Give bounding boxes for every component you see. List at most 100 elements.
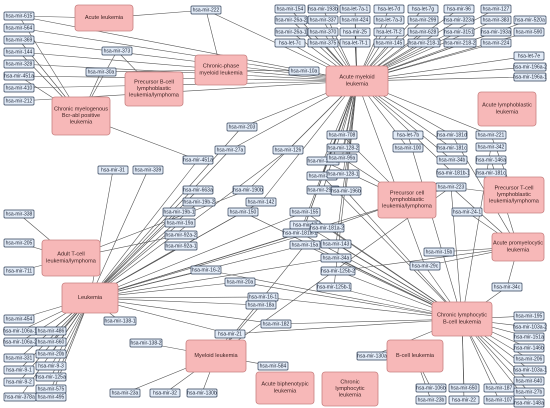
mirna-node[interactable]: hsa-mir-615 [3, 11, 35, 21]
mirna-node[interactable]: hsa-mir-205 [3, 238, 35, 248]
mirna-node[interactable]: hsa-mir-92a-1 [164, 241, 198, 251]
mirna-node[interactable]: hsa-mir-221 [475, 130, 507, 140]
mirna-node[interactable]: hsa-mir-125b-1 [316, 282, 352, 292]
mirna-node[interactable]: hsa-mir-196b [330, 186, 362, 196]
mirna-node[interactable]: hsa-mir-34a [320, 253, 352, 263]
mirna-node[interactable]: hsa-mir-181a-2 [309, 223, 345, 233]
mirna-node[interactable]: hsa-mir-32 [149, 388, 181, 398]
mirna-node[interactable]: hsa-mir-196a-2 [513, 62, 547, 72]
mirna-node[interactable]: hsa-let-7a-3 [373, 15, 405, 25]
mirna-node[interactable]: hsa-mir-663a [182, 185, 214, 195]
mirna-node[interactable]: hsa-mir-193b [307, 4, 339, 14]
mirna-node[interactable]: hsa-mir-10a [288, 66, 320, 76]
mirna-node[interactable]: hsa-mir-383 [480, 15, 512, 25]
mirna-node[interactable]: hsa-mir-9-2 [3, 377, 35, 387]
mirna-node[interactable]: hsa-mir-24-1 [451, 207, 483, 217]
mirna-node[interactable]: hsa-mir-143 [320, 239, 352, 249]
mirna-node[interactable]: hsa-mir-103a-1 [513, 365, 547, 375]
mirna-node[interactable]: hsa-mir-640 [513, 376, 545, 386]
mirna-node[interactable]: hsa-mir-9-1 [3, 365, 35, 375]
mirna-node[interactable]: hsa-mir-193a [480, 27, 512, 37]
mirna-node[interactable]: hsa-mir-3151 [443, 27, 475, 37]
mirna-node[interactable]: hsa-let-7d [373, 4, 405, 14]
mirna-node[interactable]: hsa-mir-145 [373, 38, 405, 48]
mirna-node[interactable]: hsa-mir-23b [415, 395, 447, 405]
mirna-node[interactable]: hsa-mir-451a [3, 71, 35, 81]
mirna-node[interactable]: hsa-mir-26a-2 [274, 15, 308, 25]
mirna-node[interactable]: hsa-mir-575 [35, 384, 67, 394]
mirna-node[interactable]: hsa-let-7f-2 [373, 27, 405, 37]
mirna-node[interactable]: hsa-let-7f-1 [339, 38, 371, 48]
mirna-node[interactable]: hsa-mir-25 [339, 27, 371, 37]
mirna-node[interactable]: hsa-mir-378a [3, 392, 37, 402]
mirna-node[interactable]: hsa-mir-146a [475, 155, 507, 165]
disease-node-b-cell[interactable]: B-cell leukemia [386, 339, 444, 373]
disease-node-leukemia[interactable]: Leukemia [61, 282, 119, 314]
mirna-node[interactable]: hsa-mir-155 [289, 207, 321, 217]
mirna-node[interactable]: hsa-mir-126 [272, 145, 304, 155]
mirna-node[interactable]: hsa-mir-369 [3, 35, 35, 45]
mirna-node[interactable]: hsa-mir-20a [224, 277, 256, 287]
mirna-node[interactable]: hsa-mir-451a [182, 155, 214, 165]
mirna-node[interactable]: hsa-mir-27b [513, 387, 545, 397]
mirna-node[interactable]: hsa-mir-125a [35, 372, 67, 382]
mirna-node[interactable]: hsa-mir-144 [3, 47, 35, 57]
mirna-node[interactable]: hsa-mir-196a-1 [513, 72, 547, 82]
mirna-node[interactable]: hsa-mir-27a [214, 145, 246, 155]
mirna-node[interactable]: hsa-mir-628 [407, 27, 439, 37]
mirna-node[interactable]: hsa-mir-148a [513, 398, 545, 408]
mirna-node[interactable]: hsa-mir-106b [415, 383, 447, 393]
mirna-node[interactable]: hsa-mir-222 [190, 5, 222, 15]
mirna-node[interactable]: hsa-mir-128-1 [326, 169, 360, 179]
mirna-node[interactable]: hsa-mir-142 [245, 197, 277, 207]
mirna-node[interactable]: hsa-mir-96 [443, 4, 475, 14]
mirna-node[interactable]: hsa-mir-218-2 [443, 38, 477, 48]
mirna-node[interactable]: hsa-mir-181a-1 [282, 228, 318, 238]
mirna-node[interactable]: hsa-mir-127 [480, 4, 512, 14]
disease-node-acute-leukemia[interactable]: Acute leukemia [74, 4, 134, 32]
mirna-node[interactable]: hsa-mir-375 [307, 38, 339, 48]
mirna-node[interactable]: hsa-mir-15a [289, 240, 321, 250]
mirna-node[interactable]: hsa-mir-151a [513, 332, 545, 342]
mirna-node[interactable]: hsa-mir-181d [436, 130, 468, 140]
mirna-node[interactable]: hsa-mir-660 [35, 337, 67, 347]
mirna-node[interactable]: hsa-mir-16-2 [190, 265, 222, 275]
mirna-node[interactable]: hsa-mir-331 [3, 353, 35, 363]
mirna-node[interactable]: hsa-mir-16-1 [247, 292, 279, 302]
mirna-node[interactable]: hsa-mir-100 [392, 143, 424, 153]
mirna-node[interactable]: hsa-mir-22 [448, 395, 480, 405]
mirna-node[interactable]: hsa-mir-130b [186, 388, 218, 398]
mirna-node[interactable]: hsa-mir-31 [97, 165, 129, 175]
mirna-node[interactable]: hsa-mir-154 [274, 4, 306, 14]
mirna-node[interactable]: hsa-let-7c [274, 38, 306, 48]
mirna-node[interactable]: hsa-let-7b [392, 130, 424, 140]
mirna-node[interactable]: hsa-mir-15b [423, 247, 455, 257]
mirna-node[interactable]: hsa-mir-23a [109, 388, 141, 398]
mirna-node[interactable]: hsa-mir-370 [307, 27, 339, 37]
mirna-node[interactable]: hsa-mir-150 [227, 207, 259, 217]
mirna-node[interactable]: hsa-mir-323a [443, 15, 475, 25]
mirna-node[interactable]: hsa-mir-410 [3, 83, 35, 93]
mirna-node[interactable]: hsa-mir-195 [513, 311, 545, 321]
mirna-node[interactable]: hsa-mir-328 [3, 59, 35, 69]
disease-node-myeloid[interactable]: Myeloid leukemia [185, 339, 247, 373]
mirna-node[interactable]: hsa-mir-218-1 [407, 38, 441, 48]
mirna-node[interactable]: hsa-let-7a-1 [339, 4, 371, 14]
mirna-node[interactable]: hsa-mir-146b [513, 343, 545, 353]
mirna-node[interactable]: hsa-mir-299 [407, 15, 439, 25]
mirna-node[interactable]: hsa-mir-128-2 [326, 143, 360, 153]
mirna-node[interactable]: hsa-mir-495 [35, 392, 67, 402]
mirna-node[interactable]: hsa-mir-342 [475, 142, 507, 152]
mirna-node[interactable]: hsa-mir-424 [339, 15, 371, 25]
mirna-node[interactable]: hsa-mir-373 [101, 46, 133, 56]
mirna-node[interactable]: hsa-mir-182 [260, 319, 292, 329]
mirna-node[interactable]: hsa-mir-203 [226, 122, 258, 132]
mirna-node[interactable]: hsa-mir-212 [3, 96, 35, 106]
